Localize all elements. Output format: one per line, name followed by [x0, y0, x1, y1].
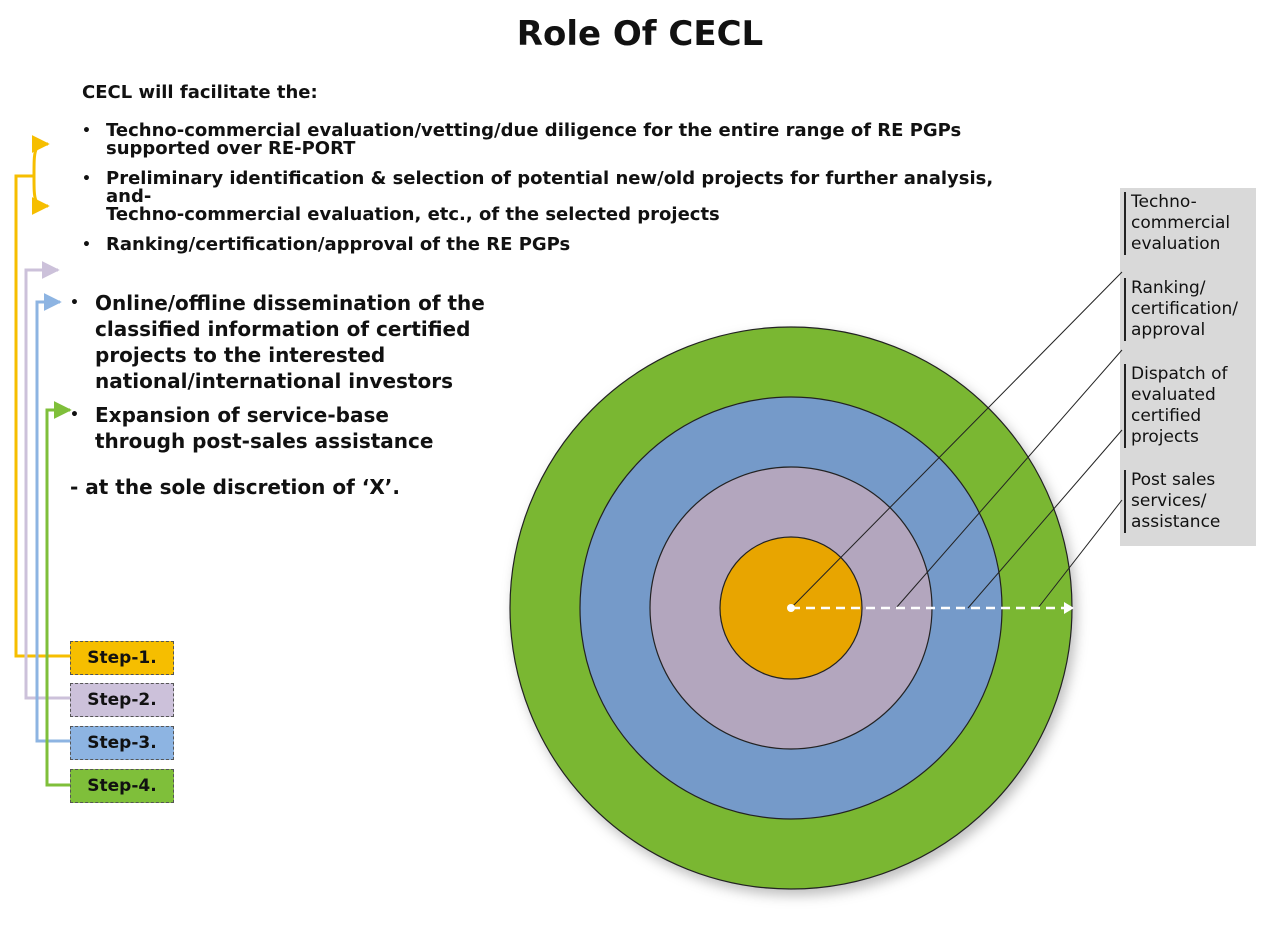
legend-line: assistance: [1124, 512, 1220, 533]
bullet-techno-commercial: • Techno-commercial evaluation/vetting/d…: [82, 122, 1082, 158]
legend-post-sales: Post sales services/ assistance: [1124, 470, 1220, 533]
legend-panel: [1120, 188, 1256, 546]
callout-line-2: [895, 349, 1123, 609]
legend-line: Dispatch of: [1124, 364, 1227, 385]
bullet-ranking: • Ranking/certification/approval of the …: [82, 236, 1082, 254]
legend-ranking: Ranking/ certification/ approval: [1124, 278, 1238, 341]
bullet-dot-icon: •: [82, 171, 91, 187]
bullet-line: Expansion of service-base: [95, 403, 389, 427]
legend-line: projects: [1124, 427, 1227, 448]
bottom-bullet-list: • Online/offline dissemination of the cl…: [70, 290, 530, 462]
bullet-line: Techno-commercial evaluation/vetting/due…: [106, 120, 962, 141]
bullet-line: through post-sales assistance: [95, 429, 434, 453]
connector-step-4: [45, 401, 72, 787]
legend-line: evaluation: [1124, 234, 1230, 255]
legend-line: certification/: [1124, 299, 1238, 320]
arrow-head-icon: [1064, 602, 1074, 614]
bullet-line: Preliminary identification & selection o…: [106, 168, 994, 189]
legend-dispatch: Dispatch of evaluated certified projects: [1124, 364, 1227, 448]
legend-line: Post sales: [1124, 470, 1220, 491]
bullet-line: national/international investors: [95, 369, 453, 393]
legend-line: services/: [1124, 491, 1220, 512]
legend-line: certified: [1124, 406, 1227, 427]
bullet-line: and-: [106, 186, 152, 207]
discretion-note: - at the sole discretion of ‘X’.: [70, 475, 400, 499]
legend-line: Ranking/: [1124, 278, 1238, 299]
bullet-line: Techno-commercial evaluation, etc., of t…: [106, 204, 720, 225]
callout-line-3: [967, 429, 1123, 609]
bullet-line: classified information of certified: [95, 317, 471, 341]
bullet-dot-icon: •: [70, 407, 79, 423]
center-dot: [787, 604, 795, 612]
step-3-label: Step-3.: [70, 726, 174, 760]
connector-step-1-branch: [31, 135, 50, 177]
bullet-dissemination: • Online/offline dissemination of the cl…: [70, 290, 530, 394]
bullet-dot-icon: •: [82, 123, 91, 139]
bullet-preliminary-identification: • Preliminary identification & selection…: [82, 170, 1082, 224]
page-title: Role Of CECL: [516, 14, 764, 54]
legend-line: Techno-: [1124, 192, 1230, 213]
step-4-label: Step-4.: [70, 769, 174, 803]
connector-step-3: [35, 293, 70, 743]
top-bullet-list: • Techno-commercial evaluation/vetting/d…: [82, 122, 1082, 264]
legend-techno-commercial: Techno- commercial evaluation: [1124, 192, 1230, 255]
step-1-label: Step-1.: [70, 641, 174, 675]
bullet-dot-icon: •: [82, 237, 91, 253]
connector-step-1: [14, 174, 70, 658]
legend-line: evaluated: [1124, 385, 1227, 406]
connector-step-1-branch: [31, 175, 50, 215]
bullet-line: projects to the interested: [95, 343, 386, 367]
legend-line: commercial: [1124, 213, 1230, 234]
bullet-line: Online/offline dissemination of the: [95, 291, 485, 315]
bullet-dot-icon: •: [70, 295, 79, 311]
callout-line-1: [790, 271, 1123, 609]
bullet-line: Ranking/certification/approval of the RE…: [106, 234, 571, 255]
intro-text: CECL will facilitate the:: [82, 82, 318, 103]
bullet-line: supported over RE-PORT: [106, 138, 356, 159]
legend-line: approval: [1124, 320, 1238, 341]
callout-line-4: [1037, 499, 1123, 609]
bullet-expansion: • Expansion of service-base through post…: [70, 402, 530, 454]
step-2-label: Step-2.: [70, 683, 174, 717]
